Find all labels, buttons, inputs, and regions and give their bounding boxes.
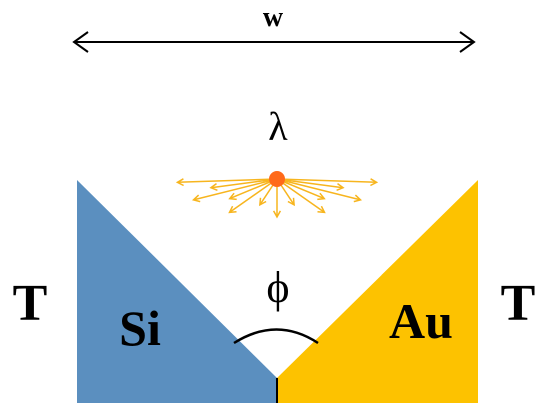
au-label: Au <box>389 293 453 349</box>
emission-ray-arrowhead <box>336 182 345 191</box>
emission-ray <box>193 178 278 201</box>
angle-arc <box>233 328 319 345</box>
emission-ray <box>276 178 377 184</box>
emission-ray <box>276 178 325 200</box>
width-label: w <box>263 2 284 33</box>
emission-ray-arrowhead <box>191 194 201 203</box>
emission-ray <box>229 178 278 214</box>
si-label: Si <box>119 300 161 356</box>
width-arrow-icon <box>72 31 476 53</box>
au-wedge <box>277 180 478 403</box>
emission-ray-arrowhead <box>228 192 237 201</box>
emission-ray <box>177 178 278 184</box>
emission-ray <box>276 178 361 201</box>
emission-ray-arrowhead <box>317 192 326 201</box>
emission-ray-arrowhead <box>317 205 326 214</box>
emission-ray-arrowhead <box>353 194 363 203</box>
si-wedge <box>77 180 277 403</box>
emission-ray <box>276 178 325 214</box>
emission-ray-arrowhead <box>287 197 295 207</box>
left-temperature-label: T <box>13 275 48 332</box>
emission-rays <box>175 178 379 219</box>
emission-ray-arrowhead <box>259 197 267 207</box>
emission-ray <box>276 178 344 189</box>
emission-ray <box>210 178 278 189</box>
emission-ray-arrowhead <box>175 178 184 187</box>
point-source-icon <box>269 171 285 187</box>
emission-ray <box>229 178 278 200</box>
angle-label: ϕ <box>266 263 289 312</box>
emission-ray-arrowhead <box>370 178 379 187</box>
emission-ray-arrowhead <box>272 210 282 219</box>
emission-ray-arrowhead <box>228 205 237 214</box>
wavelength-label: λ <box>268 104 288 149</box>
emission-ray-arrowhead <box>209 182 218 191</box>
right-temperature-label: T <box>501 275 536 332</box>
